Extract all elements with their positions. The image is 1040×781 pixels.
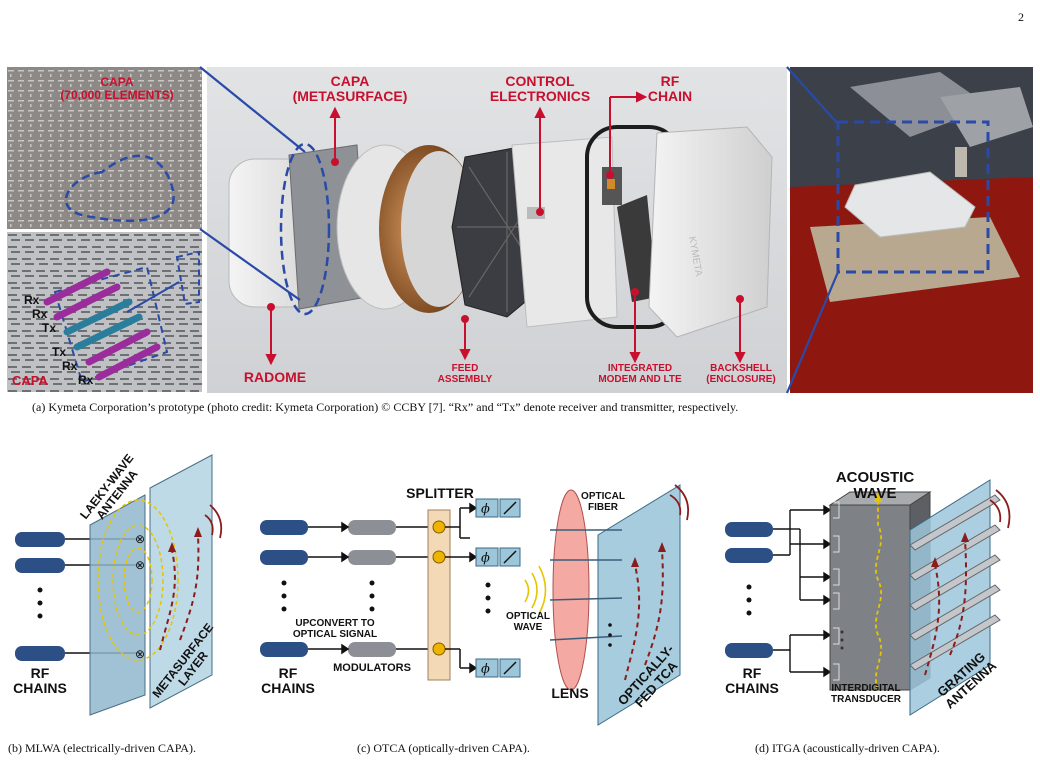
radome-label: RADOME xyxy=(243,369,307,385)
rx-label-4: Rx xyxy=(78,373,94,387)
phi-symbol: ϕ xyxy=(481,502,490,517)
splitter-bar xyxy=(427,509,451,681)
modulator-block xyxy=(348,642,396,657)
rf-chain-block xyxy=(260,550,308,565)
figure-b-diagram: ⊗ ⊗ ⊗ xyxy=(15,454,223,716)
optical-fiber-label: OPTICAL FIBER xyxy=(581,491,625,513)
inset-top-label: CAPA (70,000 ELEMENTS) xyxy=(60,75,174,102)
rf-chains-label-c: RF CHAINS xyxy=(261,665,315,696)
lens-shape xyxy=(552,489,590,691)
page-number: 2 xyxy=(1018,10,1024,24)
rx-label-3: Rx xyxy=(62,359,78,373)
rf-chain-block xyxy=(725,522,773,537)
svg-text:⊗: ⊗ xyxy=(135,532,145,546)
rf-chain-block xyxy=(725,548,773,563)
control-electronics-label: CONTROL ELECTRONICS xyxy=(489,73,591,104)
figure-d-diagram xyxy=(725,479,1011,716)
rf-chain-block xyxy=(15,558,65,573)
rx-bar xyxy=(43,268,111,306)
tx-bar xyxy=(63,298,133,336)
caption-b: (b) MLWA (electrically-driven CAPA). xyxy=(8,741,196,755)
tx-label-1: Tx xyxy=(42,321,57,335)
rx-bar xyxy=(85,328,151,366)
inset-bottom-label: CAPA xyxy=(12,373,48,388)
figure-c-diagram: ϕ ϕ ϕ xyxy=(260,484,690,726)
caption-a: (a) Kymeta Corporation’s prototype (phot… xyxy=(32,400,739,414)
rf-chain-block xyxy=(260,520,308,535)
backshell-label: BACKSHELL (ENCLOSURE) xyxy=(706,363,776,385)
feed-assembly-label: FEED ASSEMBLY xyxy=(437,363,493,385)
svg-text:⊗: ⊗ xyxy=(135,558,145,572)
figure-a: CAPA (70,000 ELEMENTS) Rx Rx Tx Tx Rx Rx… xyxy=(7,66,1033,414)
svg-text:⊗: ⊗ xyxy=(135,647,145,661)
phase-shifter xyxy=(475,498,499,518)
modulator-block xyxy=(348,520,396,535)
phase-shifter xyxy=(475,658,499,678)
rx-bar xyxy=(53,283,121,321)
rf-chain-label: RF CHAIN xyxy=(647,73,693,104)
capa-metasurface-label: CAPA (METASURFACE) xyxy=(292,73,408,104)
tx-bar xyxy=(73,313,143,351)
rf-chains-label-d: RF CHAINS xyxy=(725,665,779,696)
caption-c: (c) OTCA (optically-driven CAPA). xyxy=(357,741,530,755)
modulators-label: MODULATORS xyxy=(333,662,411,674)
optical-wave-label: OPTICAL WAVE xyxy=(506,611,550,633)
phi-symbol: ϕ xyxy=(481,662,490,677)
rf-chain-block xyxy=(260,642,308,657)
rf-chains-label-b: RF CHAINS xyxy=(13,665,67,696)
rf-chain-block xyxy=(15,646,65,661)
rf-chain-block xyxy=(725,643,773,658)
caption-d: (d) ITGA (acoustically-driven CAPA). xyxy=(755,741,940,755)
connector-lines xyxy=(199,66,840,394)
idt-label: INTERDIGITAL TRANSDUCER xyxy=(831,683,901,705)
vehicle-mount-photo xyxy=(790,67,1033,393)
upconvert-label: UPCONVERT TO OPTICAL SIGNAL xyxy=(292,618,378,640)
phi-symbol: ϕ xyxy=(481,551,490,566)
rf-chain-block xyxy=(15,532,65,547)
acoustic-wave-label: ACOUSTIC WAVE xyxy=(835,469,915,502)
rx-label-2: Rx xyxy=(32,307,48,321)
lens-label: LENS xyxy=(551,685,589,701)
rx-label-1: Rx xyxy=(24,293,40,307)
splitter-label: SPLITTER xyxy=(406,485,474,501)
phase-shifter xyxy=(475,547,499,567)
modem-label: INTEGRATED MODEM AND LTE xyxy=(598,363,682,385)
modulator-block xyxy=(348,550,396,565)
rx-bar xyxy=(95,343,161,381)
tx-label-2: Tx xyxy=(52,345,67,359)
inset-metasurface-photo xyxy=(7,67,202,229)
inset-rx-tx-photo xyxy=(7,232,202,392)
exploded-antenna-view: KYMETA xyxy=(207,67,787,393)
